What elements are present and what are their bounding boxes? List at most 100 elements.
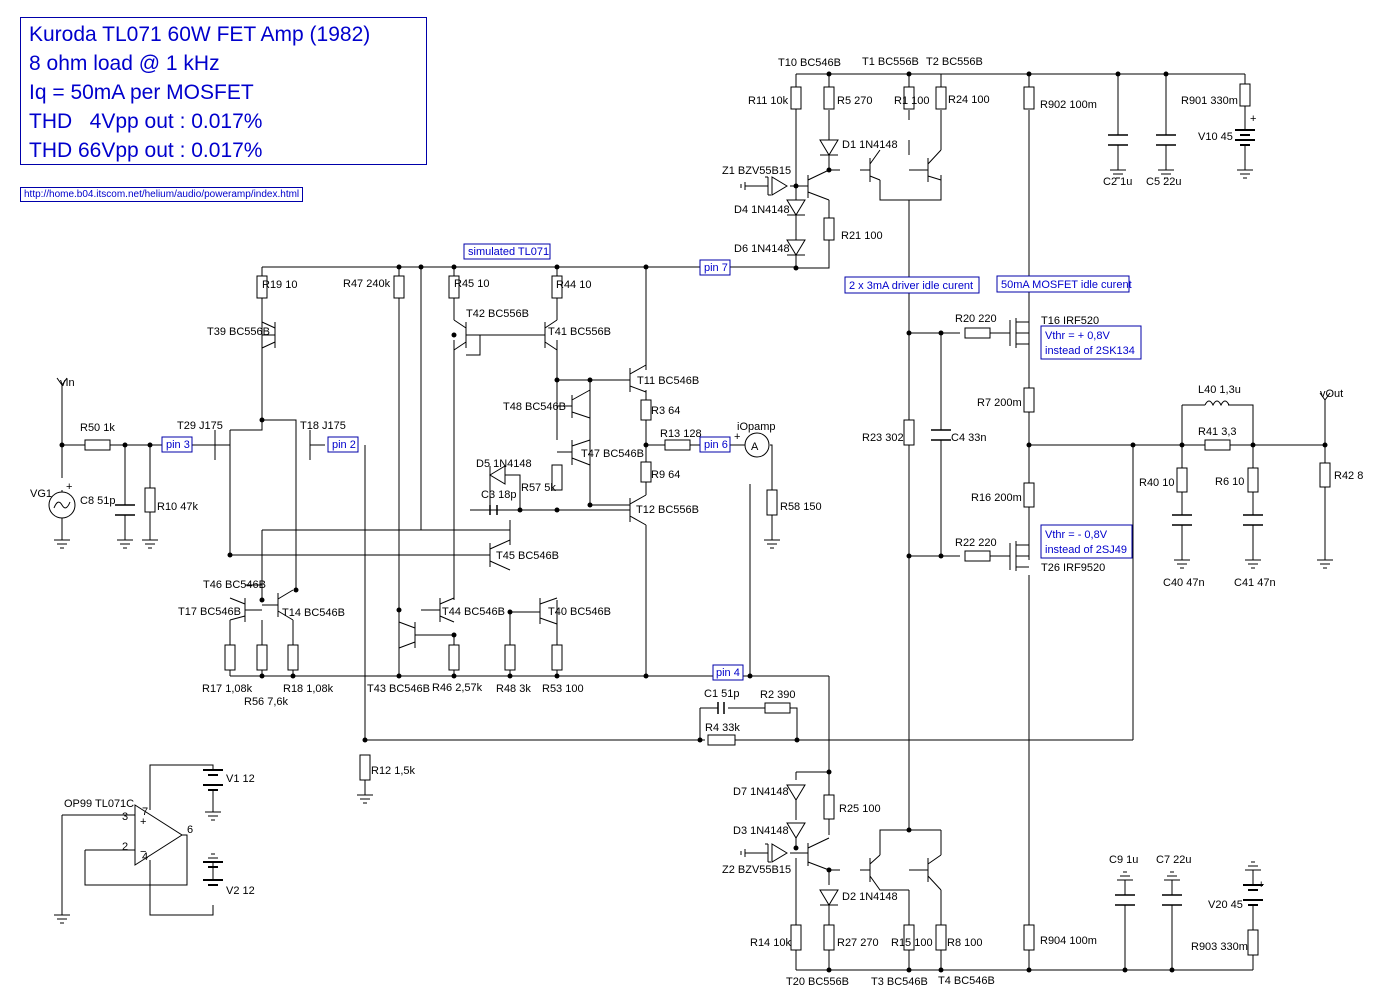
svg-text:−: − xyxy=(140,846,146,858)
pin-6-label: pin 6 xyxy=(704,439,728,451)
transistors xyxy=(229,149,942,891)
component-label: T14 BC546B xyxy=(282,607,345,619)
component-label: R10 47k xyxy=(157,501,198,513)
component-label: C7 22u xyxy=(1156,854,1191,866)
component-label: T3 BC546B xyxy=(871,976,928,988)
component-label: C3 18p xyxy=(481,489,516,501)
component-label: C1 51p xyxy=(704,688,739,700)
component-label: R58 150 xyxy=(780,501,822,513)
component-label: R45 10 xyxy=(454,278,489,290)
component-label: R19 10 xyxy=(262,279,297,291)
component-label: T2 BC556B xyxy=(926,56,983,68)
component-label: T11 BC546B xyxy=(637,375,699,387)
component-label: D3 1N4148 xyxy=(733,825,789,837)
opamp-symbol: + − xyxy=(134,804,183,866)
component-label: T17 BC546B xyxy=(178,606,241,618)
component-label: T47 BC546B xyxy=(581,448,644,460)
component-label: vIn xyxy=(60,377,75,389)
component-label: T10 BC546B xyxy=(778,57,841,69)
info-line: Kuroda TL071 60W FET Amp (1982) xyxy=(29,23,371,46)
component-label: C2 1u xyxy=(1103,176,1132,188)
svg-text:A: A xyxy=(751,441,759,453)
component-label: T1 BC556B xyxy=(862,56,919,68)
component-label: D2 1N4148 xyxy=(842,891,898,903)
inductor xyxy=(1204,400,1230,407)
probes xyxy=(56,377,1331,401)
wires xyxy=(61,73,1326,971)
component-label: R12 1,5k xyxy=(371,765,416,777)
component-label: R11 10k xyxy=(748,95,789,107)
component-label: R46 2,57k xyxy=(432,682,483,694)
component-label: R8 100 xyxy=(947,937,982,949)
component-label: R50 1k xyxy=(80,422,115,434)
note-vthr-neg: instead of 2SJ49 xyxy=(1045,544,1127,556)
ammeter: A xyxy=(744,432,770,458)
note-mosfet-current: 50mA MOSFET idle curent xyxy=(1001,279,1132,291)
note-vthr-pos: instead of 2SK134 xyxy=(1045,345,1135,357)
note-driver-current: 2 x 3mA driver idle curent xyxy=(849,280,973,292)
component-label: R15 100 xyxy=(891,937,933,949)
svg-text:+: + xyxy=(140,816,146,828)
component-label: R44 10 xyxy=(556,279,591,291)
component-label: R56 7,6k xyxy=(244,696,289,708)
component-label: T45 BC546B xyxy=(496,550,559,562)
component-label: T18 J175 xyxy=(300,420,346,432)
component-label: T42 BC556B xyxy=(466,308,529,320)
voltage-source xyxy=(48,491,76,519)
component-label: R22 220 xyxy=(955,537,997,549)
component-label: R13 128 xyxy=(660,428,702,440)
component-label: 6 xyxy=(187,824,193,836)
info-line: 8 ohm load @ 1 kHz xyxy=(29,52,220,75)
component-label: R40 10 xyxy=(1139,477,1174,489)
pin-2-label: pin 2 xyxy=(332,439,356,451)
component-label: Z1 BZV55B15 xyxy=(722,165,791,177)
component-label: R21 100 xyxy=(841,230,883,242)
component-label: V10 45 xyxy=(1198,131,1233,143)
component-label: T46 BC546B xyxy=(203,579,266,591)
component-label: V20 45 xyxy=(1208,899,1243,911)
component-label: C4 33n xyxy=(951,432,986,444)
component-label: C5 22u xyxy=(1146,176,1181,188)
component-label: R903 330m xyxy=(1191,941,1248,953)
component-label: Z2 BZV55B15 xyxy=(722,864,791,876)
mosfets xyxy=(1009,318,1030,571)
component-label: R904 100m xyxy=(1040,935,1097,947)
component-label: 7 xyxy=(142,806,148,818)
component-label: R48 3k xyxy=(496,683,531,695)
component-label: D4 1N4148 xyxy=(734,204,790,216)
component-label: OP99 TL071C xyxy=(64,798,134,810)
component-label: C9 1u xyxy=(1109,854,1138,866)
component-label: R24 100 xyxy=(948,94,990,106)
info-line: THD 66Vpp out : 0.017% xyxy=(29,139,263,162)
component-label: L40 1,3u xyxy=(1198,384,1241,396)
polarity-marks: + + + + xyxy=(66,113,1264,891)
component-label: T26 IRF9520 xyxy=(1041,562,1105,574)
opamp-pins: 3 2 6 7 4 xyxy=(122,806,193,863)
net-labels: pin 3 pin 2 pin 7 pin 6 pin 4 simulated … xyxy=(161,243,1142,681)
component-label: R9 64 xyxy=(651,469,680,481)
component-label: T43 BC546B xyxy=(367,683,430,695)
pin-7-label: pin 7 xyxy=(704,262,728,274)
component-label: R5 270 xyxy=(837,95,872,107)
component-label: R23 302 xyxy=(862,432,904,444)
svg-text:+: + xyxy=(1250,113,1256,125)
component-label: R901 330m xyxy=(1181,95,1238,107)
info-line: Iq = 50mA per MOSFET xyxy=(29,81,254,104)
component-label: T4 BC546B xyxy=(938,975,995,987)
component-label: R4 33k xyxy=(705,722,740,734)
info-line: THD 4Vpp out : 0.017% xyxy=(29,110,263,133)
component-label: C40 47n xyxy=(1163,577,1205,589)
component-label: R17 1,08k xyxy=(202,683,253,695)
component-label: R47 240k xyxy=(343,278,391,290)
url-link[interactable]: http://home.b04.itscom.net/helium/audio/… xyxy=(20,187,304,202)
component-label: R41 3,3 xyxy=(1198,426,1237,438)
component-label: D1 1N4148 xyxy=(842,139,898,151)
info-box: Kuroda TL071 60W FET Amp (1982) 8 ohm lo… xyxy=(20,17,427,165)
component-label: R2 390 xyxy=(760,689,795,701)
pin-4-label: pin 4 xyxy=(716,667,740,679)
jfets xyxy=(205,430,318,460)
component-label: T44 BC546B xyxy=(442,606,505,618)
component-label: D6 1N4148 xyxy=(734,243,790,255)
component-label: R57 5k xyxy=(521,482,556,494)
